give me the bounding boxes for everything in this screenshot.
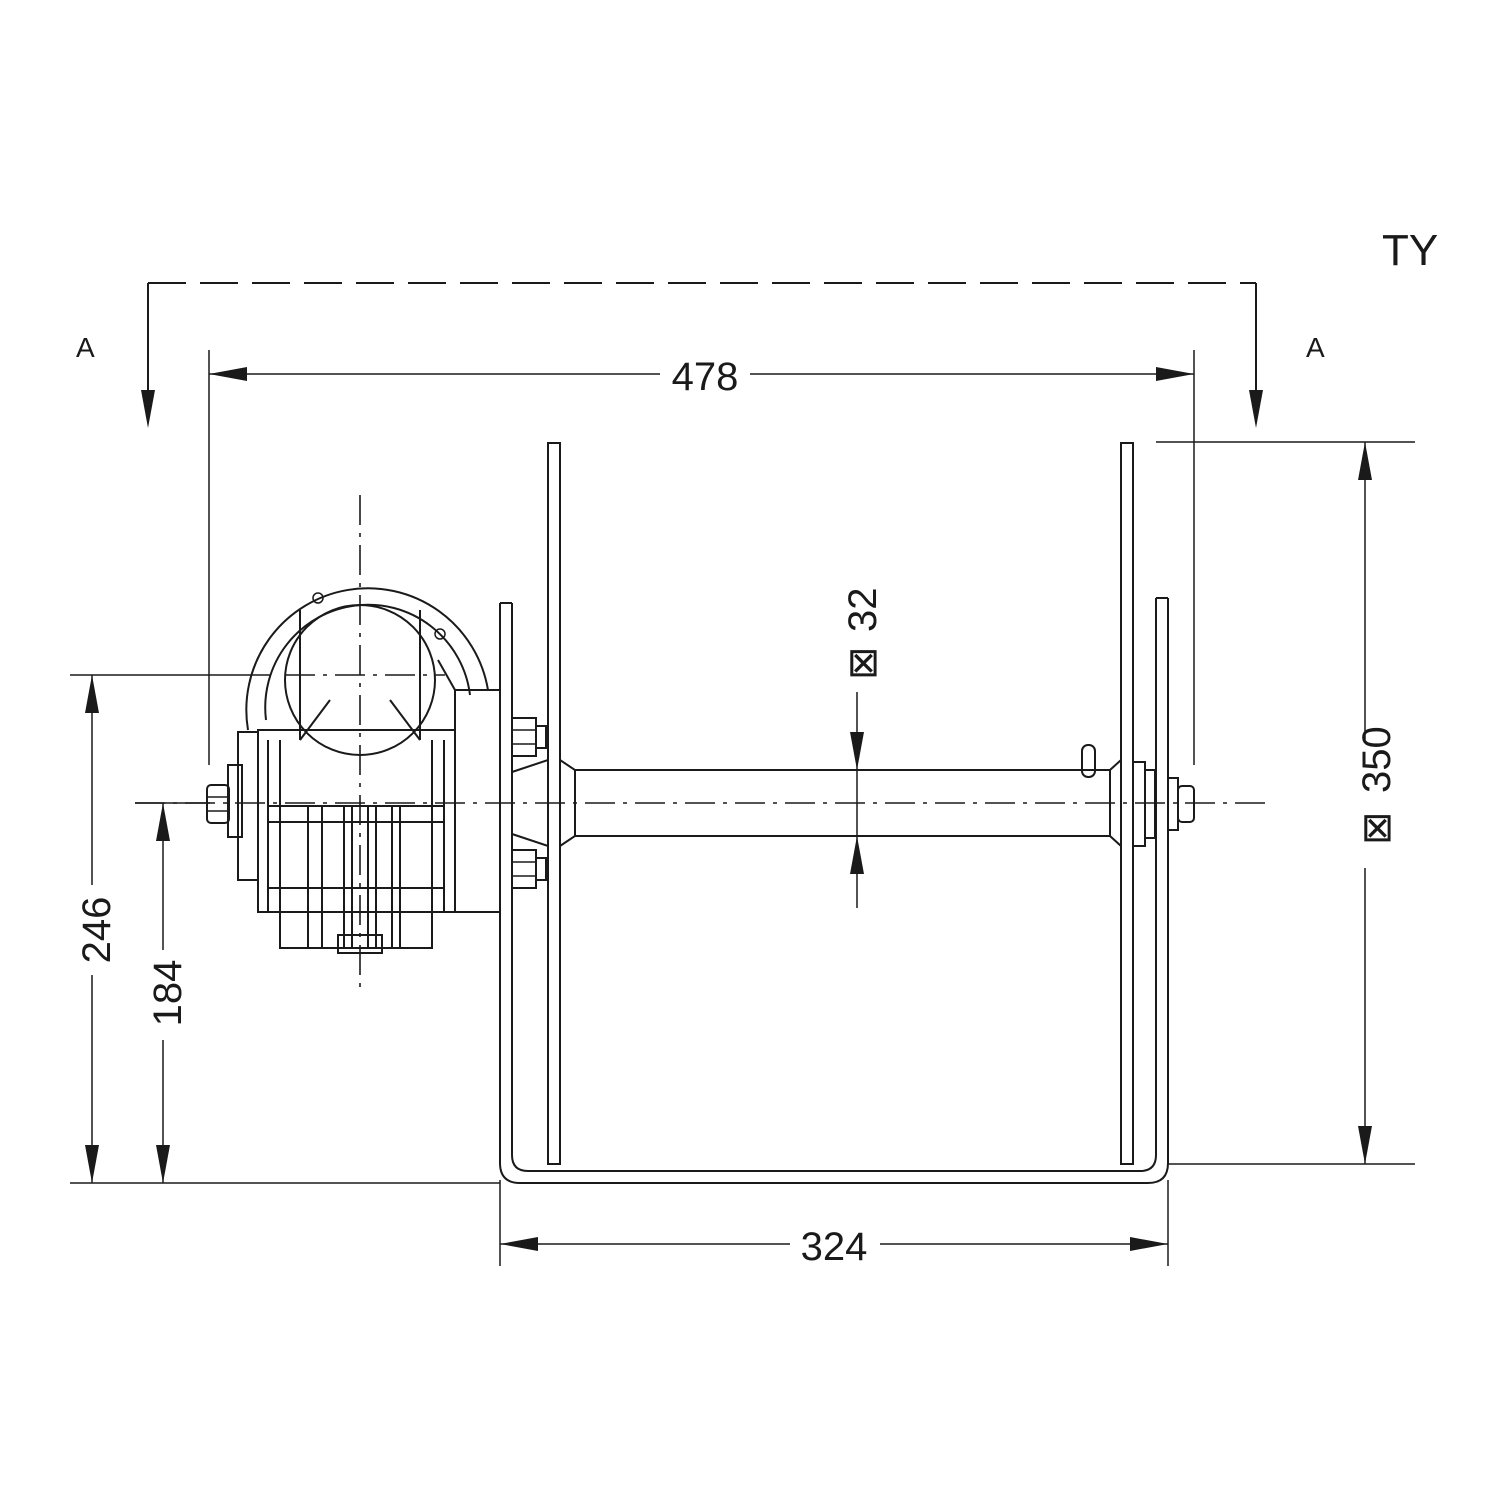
section-label-left: A [76, 332, 95, 363]
shaft [511, 744, 1122, 848]
right-end-nut [1132, 761, 1195, 847]
dimension-frame-height: 350 ⊠ [1156, 441, 1415, 1165]
dim-246: 246 [75, 897, 119, 964]
dim-184: 184 [146, 960, 190, 1027]
section-line: A A [76, 282, 1325, 428]
dimension-frame-width: 324 [499, 1180, 1169, 1269]
section-label-right: A [1306, 332, 1325, 363]
frame-bolts [511, 717, 547, 889]
dimension-heights: 246 184 [70, 674, 500, 1184]
square-symbol-350: ⊠ [1355, 811, 1399, 845]
gearbox-motor [206, 587, 501, 954]
dim-324: 324 [801, 1225, 868, 1269]
dim-478: 478 [672, 355, 739, 399]
dimension-shaft: ⊠ 32 [838, 588, 885, 908]
square-symbol-32: ⊠ [841, 646, 885, 680]
u-frame [499, 597, 1169, 1184]
view-label: TY [1382, 226, 1438, 275]
center-lines [135, 495, 1265, 995]
dimension-overall-width: 478 [208, 350, 1195, 765]
dim-32: 32 [841, 588, 885, 633]
dim-350: 350 [1355, 726, 1399, 793]
